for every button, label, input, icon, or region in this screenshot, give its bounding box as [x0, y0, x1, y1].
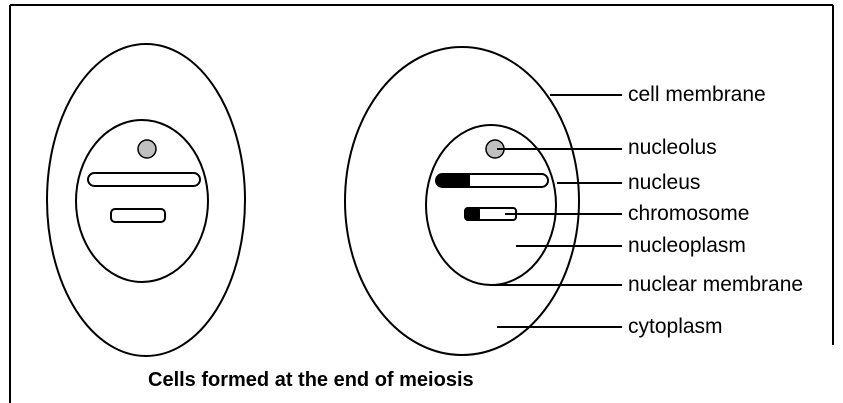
left-nucleolus: [137, 139, 157, 159]
left-nucleus: [75, 119, 209, 283]
label-nuclear-membrane: nuclear membrane: [628, 273, 804, 296]
label-cell-membrane: cell membrane: [628, 83, 766, 106]
left-cell: [46, 43, 246, 357]
label-cytoplasm: cytoplasm: [628, 315, 723, 338]
left-chromosome-short: [110, 208, 166, 223]
label-nucleus: nucleus: [628, 171, 701, 194]
leader-lines: [493, 94, 622, 328]
label-nucleoplasm: nucleoplasm: [628, 234, 746, 257]
left-chromosome-long: [87, 172, 201, 187]
right-cell: [344, 46, 580, 356]
label-nucleolus: nucleolus: [628, 136, 717, 159]
right-chromosome-long: [435, 173, 549, 188]
right-chromosome-short: [464, 207, 517, 221]
diagram-caption: Cells formed at the end of meiosis: [148, 369, 474, 391]
label-chromosome: chromosome: [628, 202, 750, 225]
